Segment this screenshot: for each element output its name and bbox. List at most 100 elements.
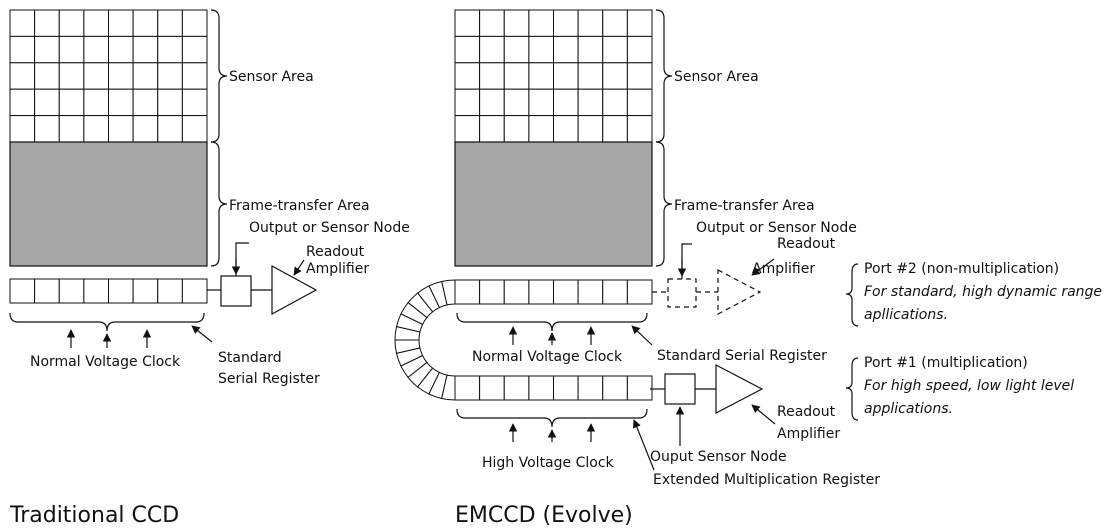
register-cell	[157, 278, 183, 304]
emccd: Sensor Area Frame-transfer Area Output o…	[394, 9, 1102, 528]
traditional-clock-brace	[9, 312, 205, 332]
sensor-pixel	[454, 62, 481, 90]
sensor-pixel	[454, 115, 481, 143]
sensor-pixel	[626, 88, 653, 117]
sensor-pixel	[34, 115, 60, 143]
traditional-output-node	[220, 275, 252, 307]
emccd-sensor-area-label: Sensor Area	[674, 69, 759, 85]
emccd-high-clock-label: High Voltage Clock	[482, 455, 615, 471]
sensor-pixel	[479, 115, 505, 143]
sensor-pixel	[108, 9, 134, 37]
sensor-pixel	[157, 88, 183, 117]
emccd-extended-register-label: Extended Multiplication Register	[653, 472, 880, 488]
sensor-pixel	[83, 35, 109, 64]
sensor-pixel	[602, 62, 628, 90]
register-cell	[577, 375, 604, 401]
sensor-pixel	[626, 9, 653, 37]
register-cell	[454, 279, 481, 305]
sensor-pixel	[181, 88, 208, 117]
traditional-frame-transfer-area	[9, 141, 208, 267]
traditional-sensor-area-label: Sensor Area	[229, 69, 314, 85]
port2-brace	[845, 263, 859, 327]
sensor-pixel	[34, 88, 60, 117]
sensor-pixel	[528, 115, 554, 143]
sensor-pixel	[132, 115, 159, 143]
sensor-pixel	[503, 62, 530, 90]
sensor-pixel	[9, 115, 36, 143]
sensor-pixel	[58, 62, 85, 90]
traditional-ccd: Sensor Area Frame-transfer Area Output o…	[9, 9, 410, 528]
sensor-pixel	[479, 88, 505, 117]
emccd-frame-transfer-area	[454, 141, 653, 267]
sensor-pixel	[602, 9, 628, 37]
sensor-pixel	[181, 35, 208, 64]
emccd-standard-register	[454, 279, 653, 305]
register-cell	[553, 279, 579, 305]
sensor-pixel	[454, 9, 481, 37]
register-cell	[83, 278, 109, 304]
traditional-output-node-label: Output or Sensor Node	[249, 220, 410, 236]
sensor-pixel	[58, 35, 85, 64]
sensor-pixel	[528, 62, 554, 90]
sensor-pixel	[553, 9, 579, 37]
sensor-pixel	[9, 88, 36, 117]
traditional-readout-amplifier	[271, 264, 318, 316]
sensor-pixel	[626, 62, 653, 90]
port1-title: Port #1 (multiplication)	[864, 355, 1028, 371]
emccd-caption: EMCCD (Evolve)	[455, 503, 633, 528]
register-cell	[577, 279, 604, 305]
emccd-normal-clock-label: Normal Voltage Clock	[472, 349, 623, 365]
register-cell	[626, 375, 653, 401]
emccd-normal-clock-brace	[456, 312, 648, 332]
sensor-pixel	[503, 35, 530, 64]
register-cell	[479, 375, 505, 401]
sensor-pixel	[58, 9, 85, 37]
sensor-pixel	[602, 88, 628, 117]
sensor-pixel	[479, 35, 505, 64]
emccd-bottom-amplifier-label-2: Amplifier	[777, 426, 840, 442]
register-cell	[58, 278, 85, 304]
port1-desc-2: applications.	[864, 401, 953, 417]
sensor-pixel	[577, 115, 604, 143]
sensor-pixel	[454, 35, 481, 64]
emccd-curved-register	[394, 279, 456, 401]
register-cell	[626, 279, 653, 305]
sensor-pixel	[181, 62, 208, 90]
port2-desc-1: For standard, high dynamic range	[864, 284, 1102, 300]
emccd-output-sensor-node-label: Ouput Sensor Node	[650, 449, 787, 465]
sensor-pixel	[157, 35, 183, 64]
traditional-frame-transfer-label: Frame-transfer Area	[229, 198, 370, 214]
sensor-pixel	[553, 115, 579, 143]
port2-title: Port #2 (non-multiplication)	[864, 261, 1059, 277]
port1-brace	[845, 357, 859, 421]
sensor-pixel	[553, 62, 579, 90]
emccd-readout-amplifier	[715, 364, 764, 414]
sensor-pixel	[528, 35, 554, 64]
register-cell	[553, 375, 579, 401]
register-cell	[9, 278, 36, 304]
register-cell	[503, 279, 530, 305]
traditional-sensor-brace	[210, 9, 228, 143]
emccd-extended-register	[454, 375, 653, 401]
sensor-pixel	[503, 115, 530, 143]
sensor-pixel	[83, 115, 109, 143]
sensor-pixel	[577, 35, 604, 64]
sensor-pixel	[479, 9, 505, 37]
sensor-pixel	[34, 9, 60, 37]
emccd-frame-transfer-label: Frame-transfer Area	[674, 198, 815, 214]
traditional-register-label-1: Standard	[218, 350, 282, 366]
emccd-output-node-label: Output or Sensor Node	[696, 220, 857, 236]
emccd-sensor-grid	[454, 9, 653, 143]
sensor-pixel	[108, 115, 134, 143]
sensor-pixel	[577, 62, 604, 90]
register-cell	[503, 375, 530, 401]
traditional-caption: Traditional CCD	[9, 503, 179, 528]
traditional-clock-label: Normal Voltage Clock	[30, 354, 181, 370]
sensor-pixel	[602, 115, 628, 143]
traditional-register-label-2: Serial Register	[218, 371, 320, 387]
register-cell	[479, 279, 505, 305]
sensor-pixel	[626, 35, 653, 64]
sensor-pixel	[503, 9, 530, 37]
sensor-pixel	[83, 88, 109, 117]
